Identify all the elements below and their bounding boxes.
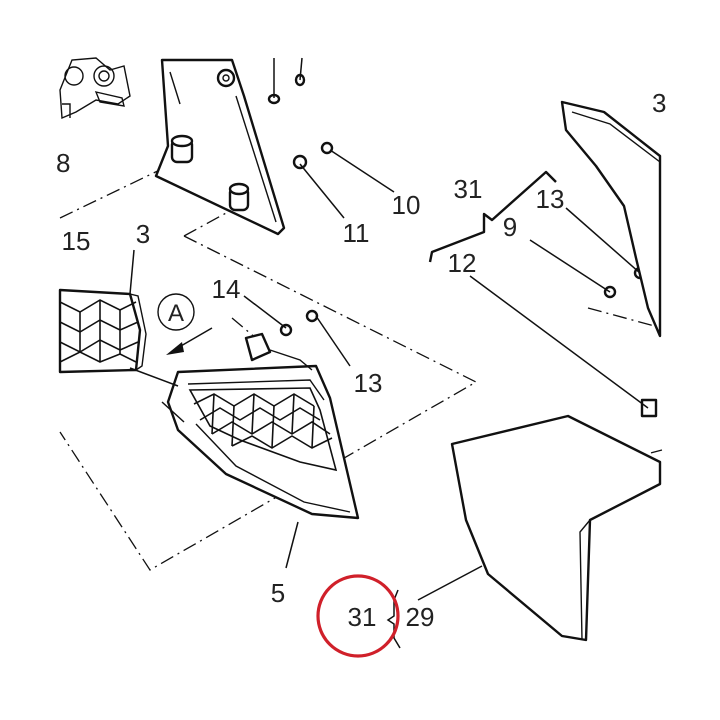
top-left-bracket [59, 57, 131, 120]
lower-right-panel [450, 414, 662, 642]
label-31-top: 31 [454, 174, 483, 204]
arrow-icon [166, 342, 184, 355]
label-11: 11 [343, 218, 370, 248]
view-a-callout: A [157, 293, 213, 355]
label-31-bottom: 31 [348, 602, 377, 632]
view-a-label: A [168, 300, 184, 327]
fasteners [267, 73, 658, 418]
highlight-circle [316, 574, 400, 658]
label-5: 5 [271, 578, 285, 608]
leader-lines [129, 57, 649, 601]
label-3: 3 [136, 219, 150, 249]
label-13-left: 13 [354, 368, 383, 398]
label-10: 10 [392, 190, 421, 220]
mounting-bracket [154, 58, 286, 236]
upper-right-cover [560, 100, 662, 338]
side-grille-cover [166, 332, 360, 520]
label-12: 12 [448, 248, 477, 278]
side-grille-mesh [188, 387, 338, 472]
view-a-circle [157, 293, 195, 331]
label-8: 8 [56, 148, 70, 178]
label-29: 29 [406, 602, 435, 632]
part-labels: 3 15 8 14 13 10 11 31 13 9 12 5 29 3 31 [56, 88, 666, 632]
label-9: 9 [503, 212, 517, 242]
left-grille-insert [58, 288, 147, 374]
label-3-right: 3 [652, 88, 666, 118]
label-14: 14 [212, 274, 241, 304]
label-15: 15 [62, 226, 91, 256]
label-13-right: 13 [536, 184, 565, 214]
